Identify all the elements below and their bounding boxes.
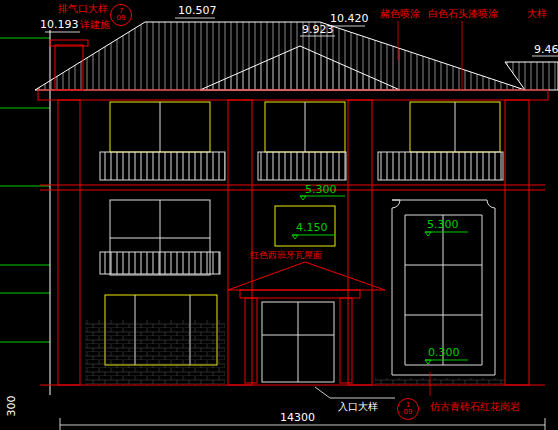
dimension-label: 9.923 <box>302 24 334 36</box>
dimension-label: 红色西班牙瓦屋面 <box>250 251 322 261</box>
dimension-label: 大样 <box>527 8 547 19</box>
dimension-label: 10.420 <box>330 13 369 25</box>
dimension-label: 仿古青砖石红花岗岩 <box>430 401 520 412</box>
dimension-label: 10.193 <box>40 19 79 31</box>
dimension-label: 5.300 <box>305 184 337 196</box>
callout-circle: 109 <box>397 398 419 420</box>
dimension-label: 详建施 <box>80 19 110 30</box>
dimension-label: 9.46 <box>534 44 558 56</box>
dimension-label: 排气口大样 <box>58 3 108 14</box>
dimension-label: 赭色喷涂 <box>380 8 420 19</box>
dimension-label: 10.507 <box>178 5 217 17</box>
dimension-label: 5.300 <box>427 219 459 231</box>
dimension-label: 14300 <box>280 412 315 424</box>
dimension-label: 白色石头漆喷涂 <box>428 8 498 19</box>
dimension-label: 300 <box>6 396 18 417</box>
dimension-label: 4.150 <box>296 222 328 234</box>
callout-number: 1 <box>406 402 410 409</box>
callout-number: 7 <box>119 8 123 15</box>
callout-circle: 709 <box>110 4 132 26</box>
callout-number: 09 <box>404 409 413 416</box>
dimension-label: 0.300 <box>428 347 460 359</box>
dimension-label: 入口大样 <box>338 401 378 412</box>
callout-number: 09 <box>117 15 126 22</box>
